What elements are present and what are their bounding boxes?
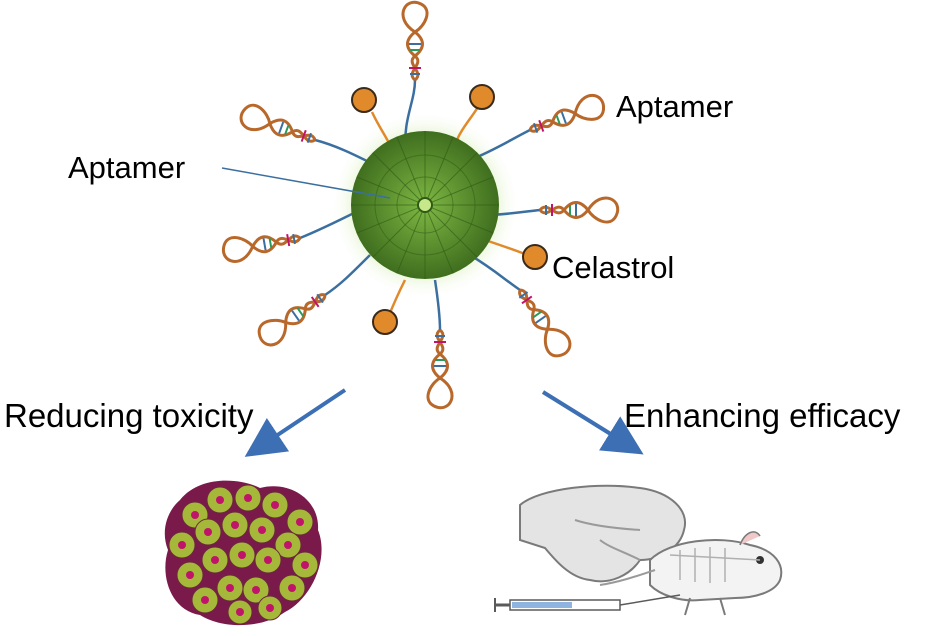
aptamer-strand-bottom — [426, 328, 454, 410]
celastrol-molecules — [351, 84, 548, 335]
label-aptamer-right: Aptamer — [616, 89, 734, 124]
aptamer-strand-right — [538, 196, 620, 224]
micelle-center — [417, 197, 433, 213]
mouse — [599, 531, 783, 616]
aptamer-strand-top — [401, 0, 429, 82]
label-aptamer-left: Aptamer — [68, 150, 186, 185]
aptamer-strand-top-left — [236, 100, 321, 153]
label-enhancing-efficacy: Enhancing efficacy — [624, 397, 901, 434]
label-reducing-toxicity: Reducing toxicity — [4, 397, 254, 434]
tumor-cell-cluster — [164, 480, 322, 626]
syringe — [494, 594, 681, 612]
aptamer-strand-top-right — [524, 90, 609, 143]
arrow-right — [541, 390, 644, 455]
aptamer-pointer-line — [221, 167, 391, 199]
arrow-left — [244, 388, 347, 457]
aptamer-strand-bottom-left — [252, 283, 334, 351]
aptamer-strand-bottom-right — [508, 281, 576, 363]
label-celastrol: Celastrol — [552, 250, 675, 285]
aptamer-strand-left — [219, 224, 304, 265]
